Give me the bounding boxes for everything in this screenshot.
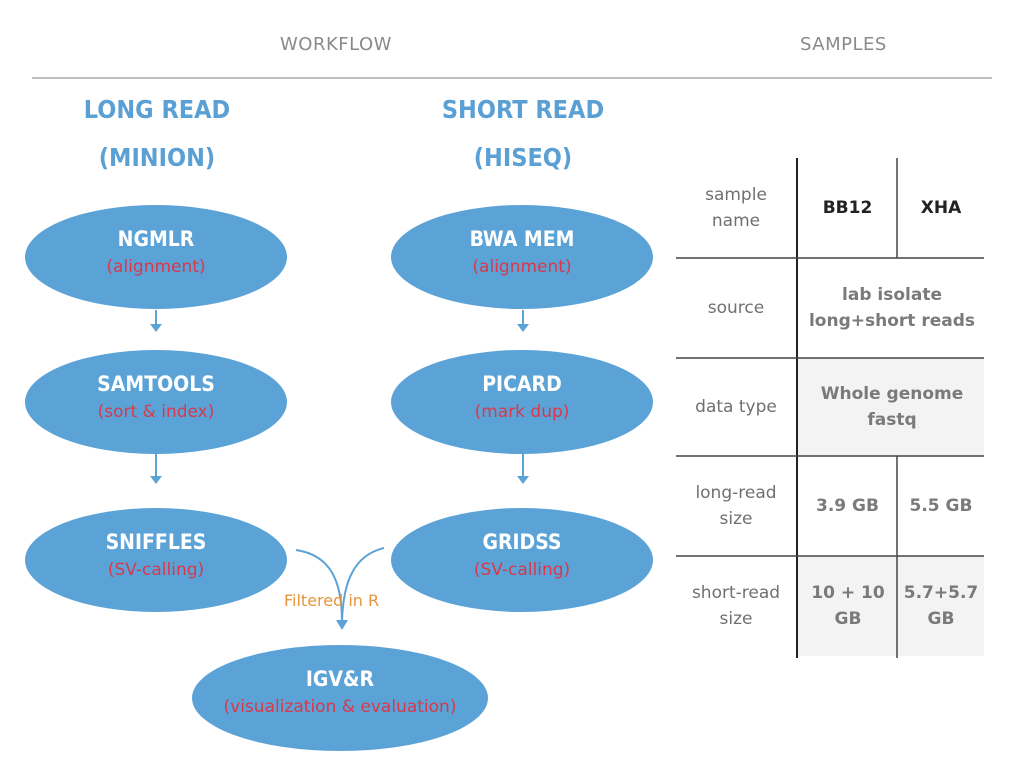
workflow-header: WORKFLOW bbox=[280, 34, 392, 55]
node-desc: (visualization & evaluation) bbox=[223, 697, 457, 717]
merge-label: Filtered in R bbox=[284, 591, 380, 610]
node-gridss: GRIDSS (SV-calling) bbox=[391, 508, 653, 612]
row-label-data-type: data type bbox=[695, 397, 777, 417]
node-desc: (alignment) bbox=[106, 257, 206, 277]
header-divider bbox=[32, 77, 992, 79]
row-label-source: source bbox=[707, 298, 765, 318]
node-tool: PICARD bbox=[482, 372, 562, 396]
short-read-title: SHORT READ bbox=[441, 95, 605, 124]
merge-arrowhead bbox=[336, 620, 348, 630]
node-samtools: SAMTOOLS (sort & index) bbox=[25, 350, 287, 454]
long-read-heading: LONG READ (MINION) bbox=[37, 86, 277, 182]
node-tool: SAMTOOLS bbox=[97, 372, 215, 396]
long-read-title: LONG READ bbox=[83, 95, 231, 124]
flow-arrow bbox=[517, 452, 529, 484]
flow-arrow bbox=[150, 452, 162, 484]
node-desc: (sort & index) bbox=[97, 402, 215, 422]
merge-curve-left bbox=[295, 549, 343, 623]
row-label-sample-name: sample name bbox=[705, 185, 767, 231]
flow-arrow bbox=[517, 310, 529, 332]
node-igv-r: IGV&R (visualization & evaluation) bbox=[192, 645, 488, 751]
node-desc: (alignment) bbox=[472, 257, 572, 277]
long-read-size-bb12: 3.9 GB bbox=[816, 496, 879, 516]
merge-curve-right bbox=[341, 547, 385, 623]
short-read-size-bb12: 10 + 10 GB bbox=[811, 583, 885, 629]
node-bwa-mem: BWA MEM (alignment) bbox=[391, 205, 653, 309]
short-read-heading: SHORT READ (HISEQ) bbox=[403, 86, 643, 182]
samples-header: SAMPLES bbox=[800, 34, 887, 55]
node-picard: PICARD (mark dup) bbox=[391, 350, 653, 454]
node-sniffles: SNIFFLES (SV-calling) bbox=[25, 508, 287, 612]
flow-arrow bbox=[150, 310, 162, 332]
node-desc: (mark dup) bbox=[474, 402, 570, 422]
node-tool: SNIFFLES bbox=[105, 530, 207, 554]
row-label-long-read-size: long-read size bbox=[695, 483, 777, 529]
node-tool: NGMLR bbox=[117, 227, 195, 251]
data-type-value: Whole genome fastq bbox=[820, 384, 964, 430]
node-tool: BWA MEM bbox=[469, 227, 575, 251]
long-read-size-xha: 5.5 GB bbox=[909, 496, 973, 516]
node-tool: GRIDSS bbox=[482, 530, 562, 554]
short-read-size-xha: 5.7+5.7 GB bbox=[903, 583, 979, 629]
node-tool: IGV&R bbox=[305, 667, 375, 691]
sample-bb12: BB12 bbox=[822, 198, 873, 218]
row-label-short-read-size: short-read size bbox=[691, 583, 781, 629]
node-desc: (SV-calling) bbox=[107, 560, 205, 580]
short-read-platform: (HISEQ) bbox=[473, 143, 573, 172]
table-grid bbox=[676, 158, 984, 658]
source-value: lab isolate long+short reads bbox=[808, 285, 976, 331]
long-read-platform: (MINION) bbox=[98, 143, 216, 172]
node-desc: (SV-calling) bbox=[473, 560, 571, 580]
node-ngmlr: NGMLR (alignment) bbox=[25, 205, 287, 309]
sample-xha: XHA bbox=[920, 198, 962, 218]
